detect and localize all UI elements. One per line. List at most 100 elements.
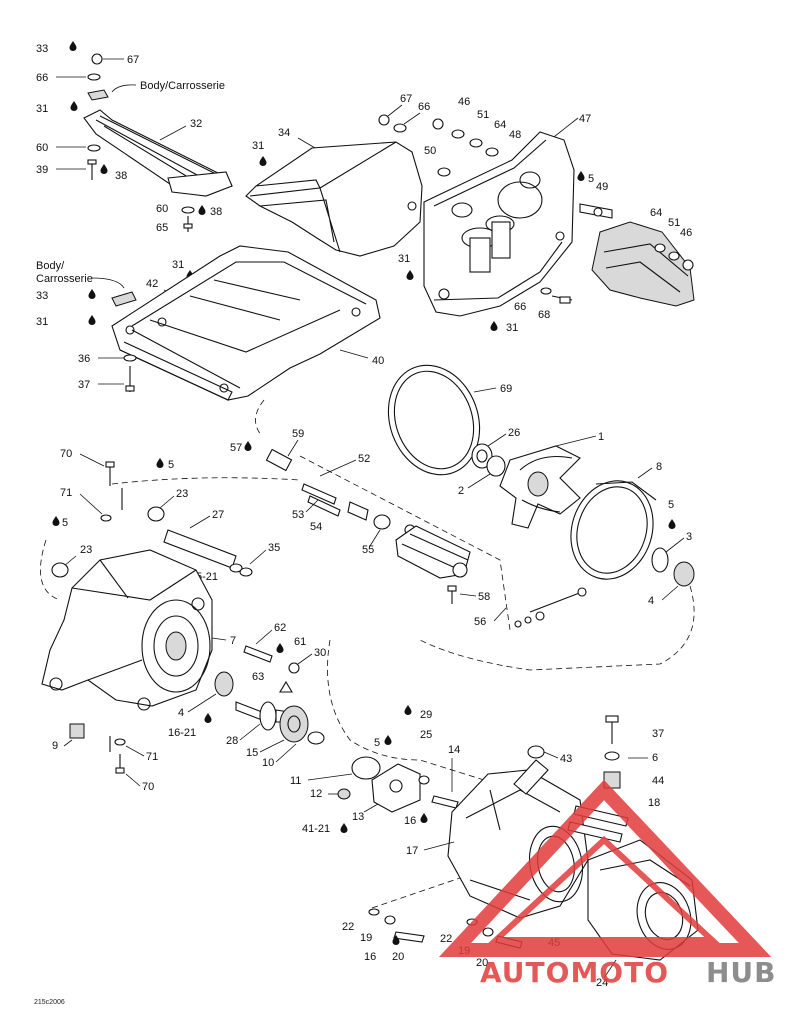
- callout-67b: 67: [400, 93, 412, 105]
- part-28-coupler: [259, 701, 277, 731]
- leader-line: [603, 959, 617, 979]
- sealant-drop-icon: [100, 164, 108, 174]
- callout-34: 34: [278, 127, 290, 139]
- leader-line: [299, 455, 511, 631]
- part-outline: [125, 385, 135, 392]
- part-outline: [540, 287, 552, 295]
- part-outline: [307, 731, 325, 745]
- part-59-connector: [265, 448, 293, 472]
- sealant-drop-icon: [244, 441, 252, 451]
- part-outline: [438, 288, 450, 300]
- part-outline: [288, 662, 300, 674]
- callout-25: 25: [420, 729, 432, 741]
- callout-27: 27: [212, 509, 224, 521]
- callout-7: 7: [230, 635, 236, 647]
- leader-line: [255, 629, 273, 645]
- shaft-group: 62 61 30 63 28 15 10: [226, 622, 326, 769]
- sealant-drop-icon: [69, 41, 77, 51]
- callout-66b: 66: [418, 101, 430, 113]
- callout-9: 9: [52, 740, 58, 752]
- part-9-block: [69, 723, 85, 739]
- leader-line: [63, 555, 77, 567]
- part-69-ring: [387, 364, 481, 476]
- part-outline: [559, 296, 571, 304]
- callout-17: 17: [406, 845, 418, 857]
- callout-70: 70: [60, 448, 72, 460]
- part-outline: [604, 751, 620, 761]
- callout-3: 3: [686, 531, 692, 543]
- part-outline: [105, 461, 115, 468]
- part-outline: [351, 307, 361, 317]
- leader-line: [467, 473, 491, 489]
- callout-42: 42: [146, 278, 158, 290]
- leader-line: [327, 639, 549, 801]
- part-outline: [491, 221, 511, 259]
- leader-line: [239, 723, 261, 741]
- part-outline: [485, 147, 499, 157]
- ride-plate-group: Body/ Carrosserie 33 31 31 42 40 36 37: [36, 245, 384, 401]
- callout-31e: 31: [36, 316, 48, 328]
- part-outline: [255, 179, 321, 189]
- leader-line: [111, 84, 137, 93]
- callout-5b: 5: [668, 499, 674, 511]
- pump-housing-47-group: 67 66 46 51 64 48 50 47 31 31 66 6: [378, 93, 695, 334]
- callout-69: 69: [500, 383, 512, 395]
- part-outline: [87, 159, 97, 165]
- callout-54: 54: [310, 521, 322, 533]
- part-outline: [407, 201, 417, 211]
- part-outline: [219, 383, 229, 393]
- leader-line: [259, 739, 285, 753]
- callout-56: 56: [474, 616, 486, 628]
- callout-49: 49: [596, 181, 608, 193]
- part-outline: [595, 481, 657, 501]
- callout-12: 12: [310, 788, 322, 800]
- part-67-nut: [91, 53, 103, 65]
- part-outline: [157, 317, 167, 327]
- leader-line: [211, 637, 227, 641]
- part-outline: [451, 202, 473, 218]
- leader-line: [493, 607, 507, 622]
- part-outline: [527, 471, 549, 497]
- sealant-drop-icon: [577, 171, 585, 181]
- callout-16-21: 16-21: [168, 727, 196, 739]
- leader-line: [79, 453, 105, 467]
- part-outline: [87, 144, 101, 152]
- part-outline: [476, 449, 488, 463]
- part-outline: [451, 129, 465, 139]
- leader-line: [459, 593, 477, 597]
- part-26-seal: [471, 443, 493, 469]
- sealant-drop-icon: [88, 289, 96, 299]
- leader-line: [423, 841, 455, 851]
- part-2-bushing: [486, 455, 506, 477]
- callout-1: 1: [598, 431, 604, 443]
- leader-line: [307, 773, 353, 781]
- leader-line: [255, 399, 265, 437]
- part-outline: [433, 139, 563, 301]
- callout-64b: 64: [650, 207, 662, 219]
- part-outline: [437, 167, 451, 177]
- callout-20: 20: [392, 951, 404, 963]
- callout-30: 30: [314, 647, 326, 659]
- part-outline: [469, 237, 491, 273]
- part-outline: [100, 514, 112, 522]
- part-outline: [668, 251, 680, 261]
- part-13-cover: [371, 763, 421, 813]
- callout-52: 52: [358, 453, 370, 465]
- callout-5a: 5: [588, 173, 594, 185]
- callout-68: 68: [538, 309, 550, 321]
- callout-23: 23: [176, 488, 188, 500]
- part-40-ride-plate: [111, 245, 381, 401]
- callout-15: 15: [246, 747, 258, 759]
- part-outline: [465, 789, 561, 901]
- callout-4: 4: [648, 595, 654, 607]
- callout-46b: 46: [680, 227, 692, 239]
- sealant-drop-icon: [198, 205, 206, 215]
- callout-5c: 5: [168, 459, 174, 471]
- part-outline: [147, 506, 165, 522]
- callout-71: 71: [60, 487, 72, 499]
- part-outline: [71, 559, 197, 681]
- part-3-seal: [651, 547, 669, 573]
- sealant-drop-icon: [406, 270, 414, 280]
- body-plate-icon: [87, 89, 109, 101]
- part-outline: [181, 206, 195, 214]
